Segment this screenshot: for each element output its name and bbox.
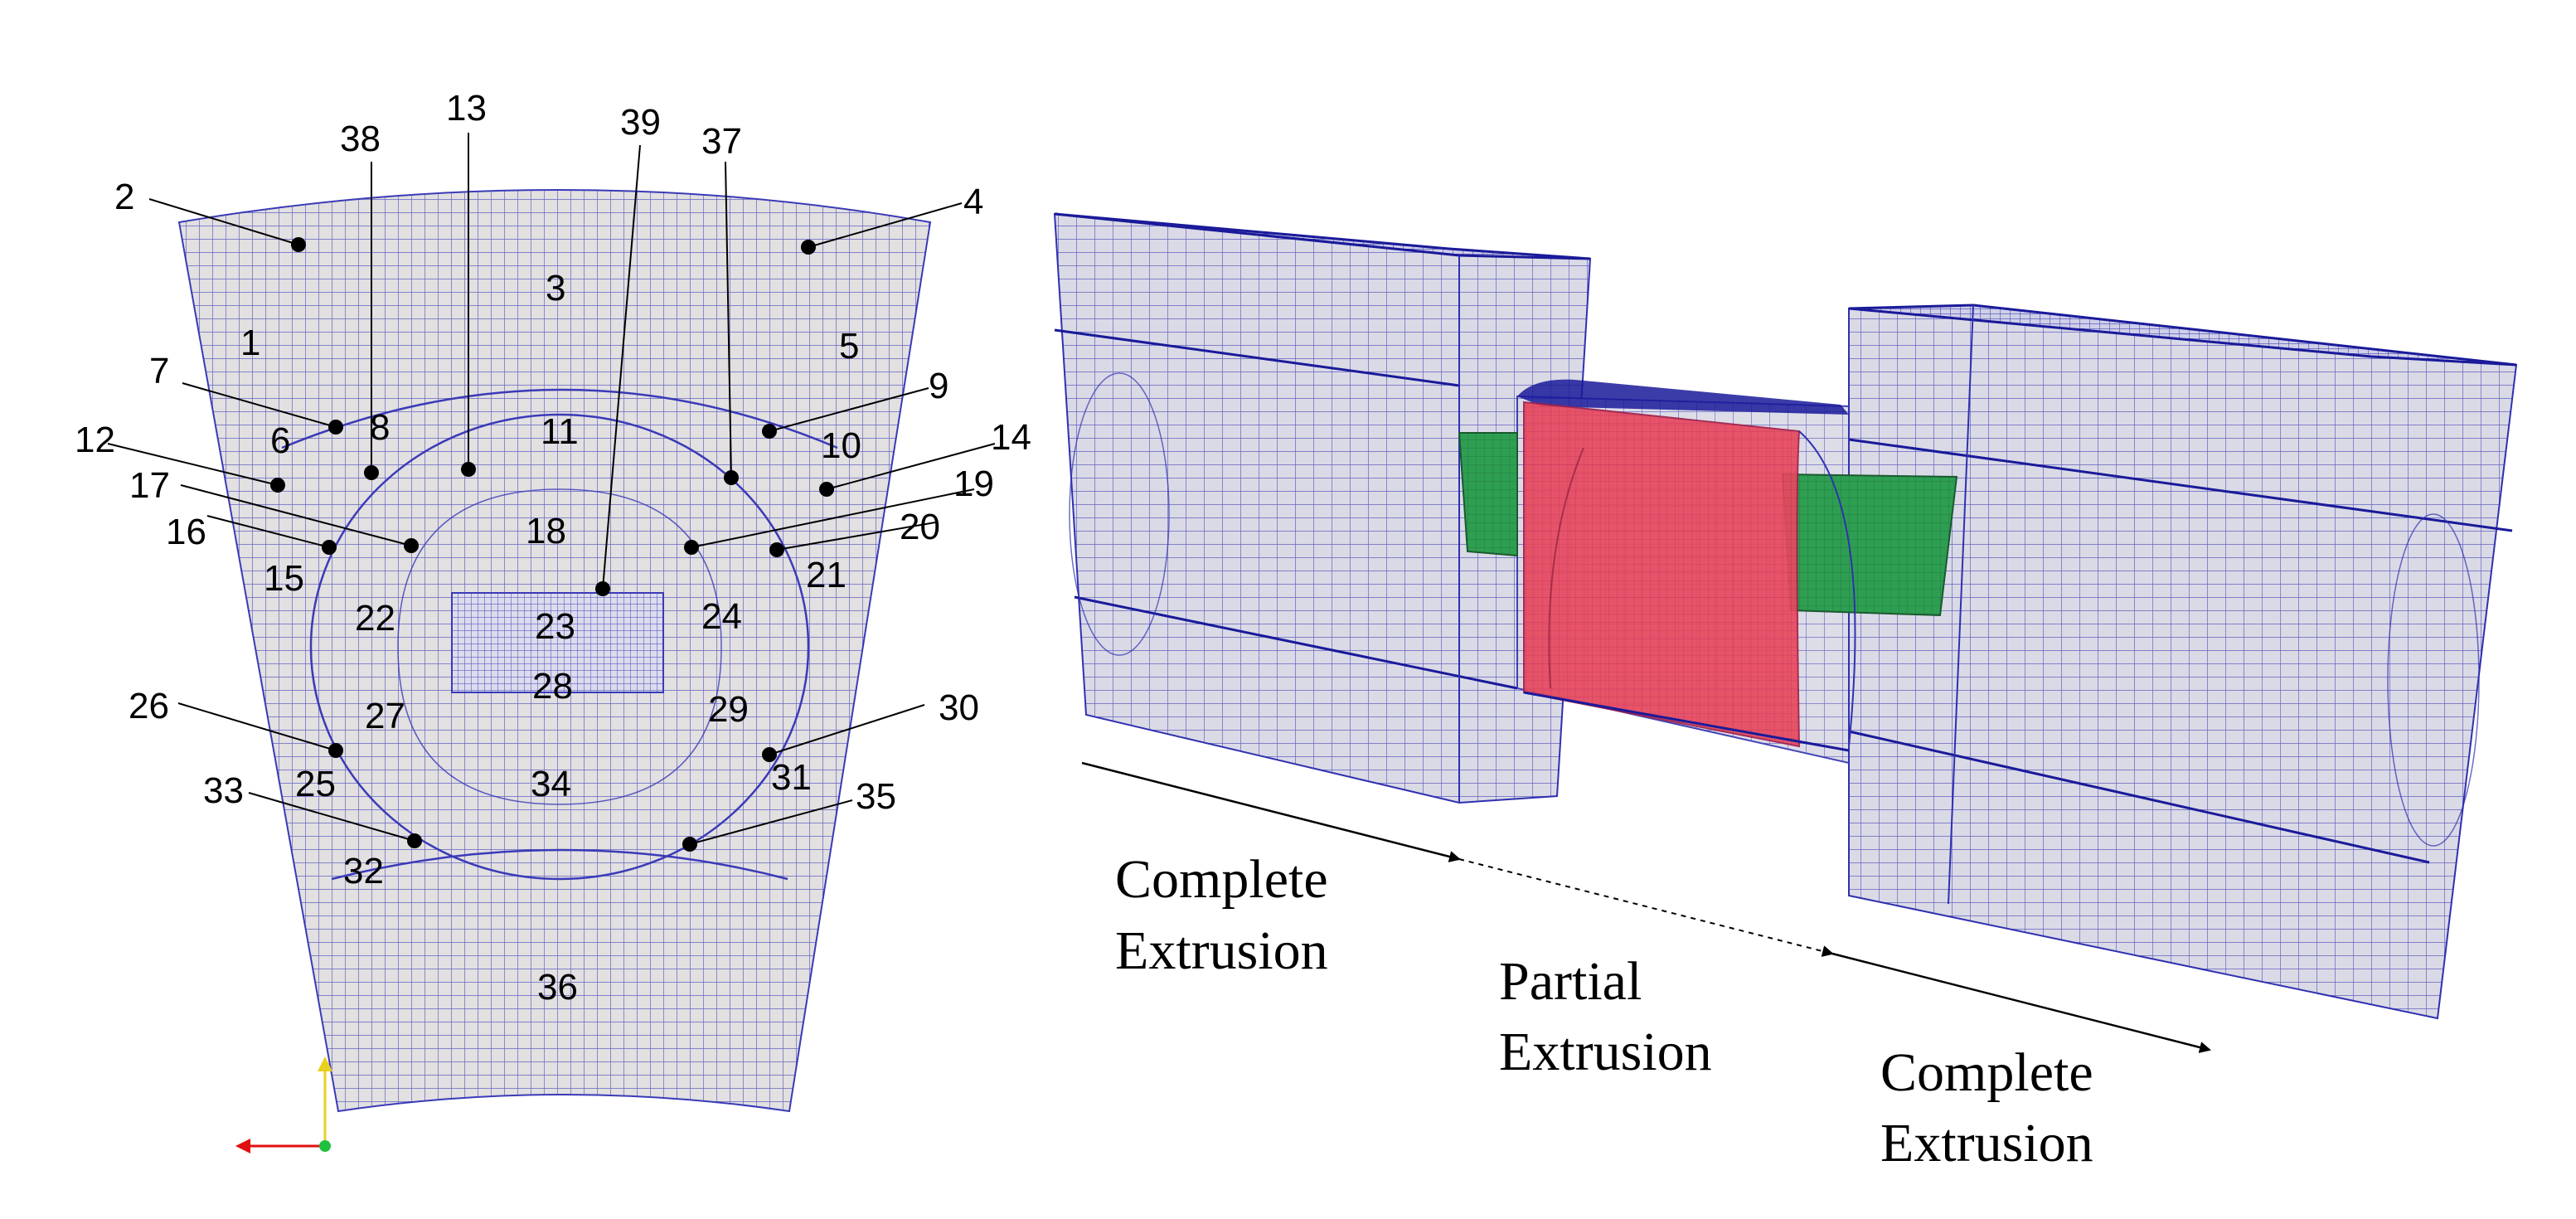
node-label-39: 39 — [620, 102, 661, 143]
left-extrusion-block — [1053, 212, 1592, 804]
axis-triad — [235, 1056, 332, 1153]
extruded-mesh-3d — [1053, 212, 2518, 1020]
region-labels: 1 2 3 4 5 6 7 8 9 10 11 12 13 14 15 16 1… — [75, 88, 1031, 1008]
region-label-21: 21 — [806, 555, 847, 595]
circle-radial-ring — [397, 488, 722, 805]
left-label-line1: Complete — [1115, 849, 1328, 910]
node-label-8: 8 — [370, 407, 390, 448]
region-label-27: 27 — [365, 696, 405, 736]
node-label-35: 35 — [856, 776, 896, 817]
partial-extrusion-block — [1458, 379, 1958, 765]
node-label-14: 14 — [991, 417, 1031, 458]
central-refined-block — [451, 592, 664, 693]
region-label-34: 34 — [531, 764, 571, 804]
node-label-12: 12 — [75, 420, 115, 460]
region-label-23: 23 — [535, 606, 575, 647]
region-label-29: 29 — [708, 689, 749, 730]
lower-block-boundary — [331, 848, 788, 881]
middle-label-line1: Partial — [1499, 951, 1642, 1012]
region-label-18: 18 — [526, 511, 566, 551]
region-label-10: 10 — [821, 425, 861, 466]
region-label-3: 3 — [546, 268, 565, 308]
node-label-7: 7 — [149, 351, 169, 391]
node-label-13: 13 — [446, 88, 487, 129]
right-label-line1: Complete — [1880, 1042, 2093, 1103]
node-label-37: 37 — [701, 121, 742, 162]
node-label-19: 19 — [953, 464, 994, 504]
region-label-28: 28 — [532, 666, 573, 707]
node-label-26: 26 — [129, 686, 169, 726]
partial-region-volume — [1523, 401, 1801, 748]
complete-extrusion-arrow-left — [1081, 761, 1461, 862]
node-label-20: 20 — [900, 507, 940, 547]
left-label-line2: Extrusion — [1115, 920, 1328, 981]
region-label-11: 11 — [541, 411, 579, 452]
region-label-25: 25 — [295, 764, 336, 804]
leader-lines — [107, 133, 996, 845]
region-label-31: 31 — [771, 757, 812, 798]
region-label-6: 6 — [270, 420, 290, 461]
upper-block-boundary — [281, 388, 838, 449]
region-label-24: 24 — [701, 596, 742, 637]
node-label-30: 30 — [939, 687, 979, 728]
node-label-9: 9 — [929, 366, 948, 406]
node-label-2: 2 — [114, 177, 134, 217]
middle-label-line2: Extrusion — [1499, 1022, 1712, 1082]
region-label-36: 36 — [537, 967, 578, 1008]
extrusion-arrows — [1081, 761, 2211, 1053]
node-label-16: 16 — [166, 512, 206, 552]
region-label-15: 15 — [264, 558, 304, 599]
node-points — [270, 237, 834, 852]
node-label-33: 33 — [203, 770, 244, 811]
node-label-17: 17 — [129, 465, 170, 506]
right-label-line2: Extrusion — [1880, 1113, 2093, 1173]
right-extrusion-block — [1848, 304, 2518, 1020]
cross-section-mesh: 1 2 3 4 5 6 7 8 9 10 11 12 13 14 15 16 1… — [75, 88, 1031, 1153]
region-label-22: 22 — [355, 598, 395, 639]
extrusion-labels: Complete Extrusion Partial Extrusion Com… — [1115, 849, 2093, 1173]
partial-extrusion-arrow — [1458, 858, 1834, 957]
region-label-32: 32 — [343, 851, 384, 891]
region-label-1: 1 — [240, 323, 260, 363]
node-label-4: 4 — [963, 182, 983, 222]
complete-extrusion-arrow-right — [1831, 952, 2211, 1053]
node-label-38: 38 — [340, 119, 381, 159]
region-label-5: 5 — [839, 326, 859, 367]
